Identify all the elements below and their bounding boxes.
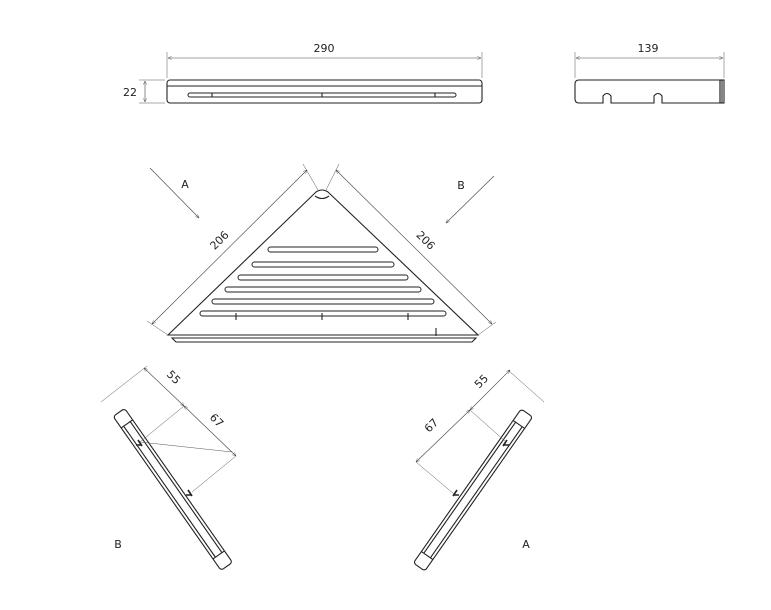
dimension-label-206-right: 206 <box>413 229 437 253</box>
extension-line <box>507 369 545 403</box>
extension-line <box>325 163 340 191</box>
section-a-pin <box>452 489 459 497</box>
section-a-cap-line <box>421 551 434 560</box>
extension-line <box>191 455 237 493</box>
view-label-a: A <box>181 178 189 191</box>
extension-line <box>139 405 185 443</box>
plan-slot <box>199 310 447 317</box>
plan-view: 206 206 A B <box>146 163 497 343</box>
dimension-line-55-b <box>144 368 184 406</box>
extension-line <box>469 409 507 443</box>
section-a-cap-line <box>512 420 525 429</box>
corner-notch <box>314 195 330 200</box>
dimension-line-67-b <box>184 406 236 456</box>
dimension-line-55-a <box>470 370 510 410</box>
extension-line <box>100 365 148 403</box>
shelf-side-profile <box>574 79 721 104</box>
section-label-b: B <box>114 538 122 551</box>
section-b-cap-line <box>120 419 133 429</box>
dimension-label-67-b: 67 <box>207 411 226 430</box>
plan-slot <box>224 286 422 293</box>
extension-line <box>415 461 455 495</box>
section-view-b: 55 67 B <box>100 365 237 570</box>
view-label-b: B <box>457 179 465 192</box>
plan-slot <box>211 298 435 305</box>
plan-slot <box>251 261 395 268</box>
section-b-pin <box>136 439 143 447</box>
section-b-inner-line <box>123 425 216 558</box>
extension-line <box>146 320 169 336</box>
triangle-shelf-outline <box>166 189 480 336</box>
section-a-inner-line <box>429 426 523 559</box>
plan-slot <box>267 246 379 253</box>
section-a-inner-line <box>423 421 517 554</box>
view-arrow-b <box>446 175 495 223</box>
dimension-label-139: 139 <box>638 42 659 55</box>
extension-line <box>477 321 497 336</box>
section-b-inner-line <box>129 421 223 553</box>
section-label-a: A <box>522 538 530 551</box>
shelf-front-profile <box>166 79 483 104</box>
dimension-line-206-right <box>336 170 492 324</box>
dimension-label-67-a: 67 <box>422 416 441 435</box>
section-view-a: 55 67 A <box>413 369 545 571</box>
section-b-body <box>113 409 232 570</box>
dimension-label-22: 22 <box>123 86 137 99</box>
dimension-label-55-a: 55 <box>472 372 491 391</box>
plan-slot <box>237 274 409 281</box>
section-a-pin <box>502 439 509 447</box>
dimension-label-290: 290 <box>314 42 335 55</box>
shelf-front-lip <box>170 337 478 343</box>
front-elevation-view: 290 22 <box>123 42 483 104</box>
section-a-body <box>413 409 533 571</box>
dimension-label-55-b: 55 <box>164 368 183 387</box>
extension-line <box>302 163 319 191</box>
view-arrow-a <box>149 167 199 218</box>
section-b-cap-line <box>212 550 225 560</box>
dimension-line-67-a <box>416 410 470 462</box>
side-elevation-view: 139 <box>574 42 725 104</box>
dimension-line-206-left <box>152 170 307 324</box>
section-b-pin <box>186 489 193 497</box>
